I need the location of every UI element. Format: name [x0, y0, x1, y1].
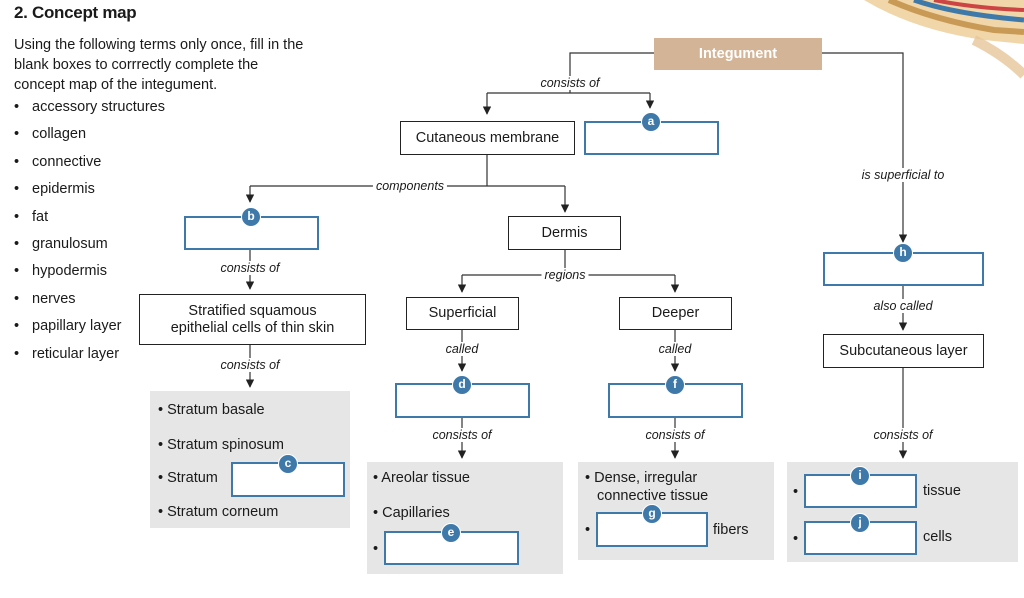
- badge-a: a: [641, 112, 661, 132]
- areolar-tissue: • Areolar tissue: [373, 470, 470, 486]
- bullet-g: •: [585, 522, 591, 538]
- term-item: •papillary layer: [14, 318, 122, 335]
- term-item: •granulosum: [14, 235, 108, 252]
- integument-node: Integument: [654, 38, 822, 70]
- term-item: •hypodermis: [14, 263, 107, 280]
- badge-g: g: [642, 504, 662, 524]
- subcutaneous-layer-node: Subcutaneous layer: [823, 334, 984, 368]
- term-item: •connective: [14, 153, 102, 170]
- link-consists-of-f: consists of: [642, 428, 708, 442]
- capillaries: • Capillaries: [373, 505, 450, 521]
- link-called-superficial: called: [442, 342, 482, 356]
- badge-h: h: [893, 243, 913, 263]
- stratum-corneum: • Stratum corneum: [158, 504, 279, 520]
- bullet-j: •: [793, 531, 799, 547]
- badge-d: d: [452, 375, 472, 395]
- badge-c: c: [278, 454, 298, 474]
- link-components: components: [372, 179, 448, 193]
- term-item: •epidermis: [14, 181, 95, 198]
- skin-illustration: [844, 0, 1024, 85]
- terms-list: •accessory structures •collagen •connect…: [14, 97, 165, 371]
- link-consists-of-top: consists of: [537, 76, 603, 90]
- term-item: •accessory structures: [14, 99, 165, 115]
- strata-panel: [150, 391, 350, 528]
- term-item: •nerves: [14, 290, 76, 307]
- cutaneous-membrane-node: Cutaneous membrane: [400, 121, 575, 155]
- link-also-called: also called: [870, 299, 936, 313]
- bullet-e: •: [373, 541, 379, 557]
- fibers-label: fibers: [713, 522, 749, 538]
- instructions-text: Using the following terms only once, fil…: [14, 37, 304, 93]
- tissue-label: tissue: [923, 483, 961, 499]
- link-consists-of-stratified: consists of: [217, 358, 283, 372]
- term-item: •fat: [14, 208, 49, 225]
- stratum-basale: • Stratum basale: [158, 402, 265, 418]
- badge-i: i: [850, 466, 870, 486]
- stratum-c-prefix: • Stratum: [158, 470, 218, 486]
- bullet-i: •: [793, 484, 799, 500]
- cells-label: cells: [923, 529, 953, 545]
- term-item: •reticular layer: [14, 345, 120, 362]
- link-called-deeper: called: [655, 342, 695, 356]
- link-is-superficial-to: is superficial to: [858, 168, 948, 182]
- link-consists-of-b: consists of: [217, 261, 283, 275]
- badge-j: j: [850, 513, 870, 533]
- term-item: •collagen: [14, 126, 87, 143]
- connective-tissue: connective tissue: [597, 488, 709, 504]
- link-consists-of-sub: consists of: [870, 428, 936, 442]
- stratified-squamous-node: Stratified squamous epithelial cells of …: [139, 294, 366, 345]
- badge-e: e: [441, 523, 461, 543]
- dense-irregular: • Dense, irregular: [585, 470, 698, 486]
- link-consists-of-d: consists of: [429, 428, 495, 442]
- badge-f: f: [665, 375, 685, 395]
- dermis-node: Dermis: [508, 216, 621, 250]
- deeper-node: Deeper: [619, 297, 732, 330]
- superficial-node: Superficial: [406, 297, 519, 330]
- stratum-spinosum: • Stratum spinosum: [158, 437, 284, 453]
- page-title: 2. Concept map: [14, 3, 137, 22]
- link-regions: regions: [541, 268, 589, 282]
- badge-b: b: [241, 207, 261, 227]
